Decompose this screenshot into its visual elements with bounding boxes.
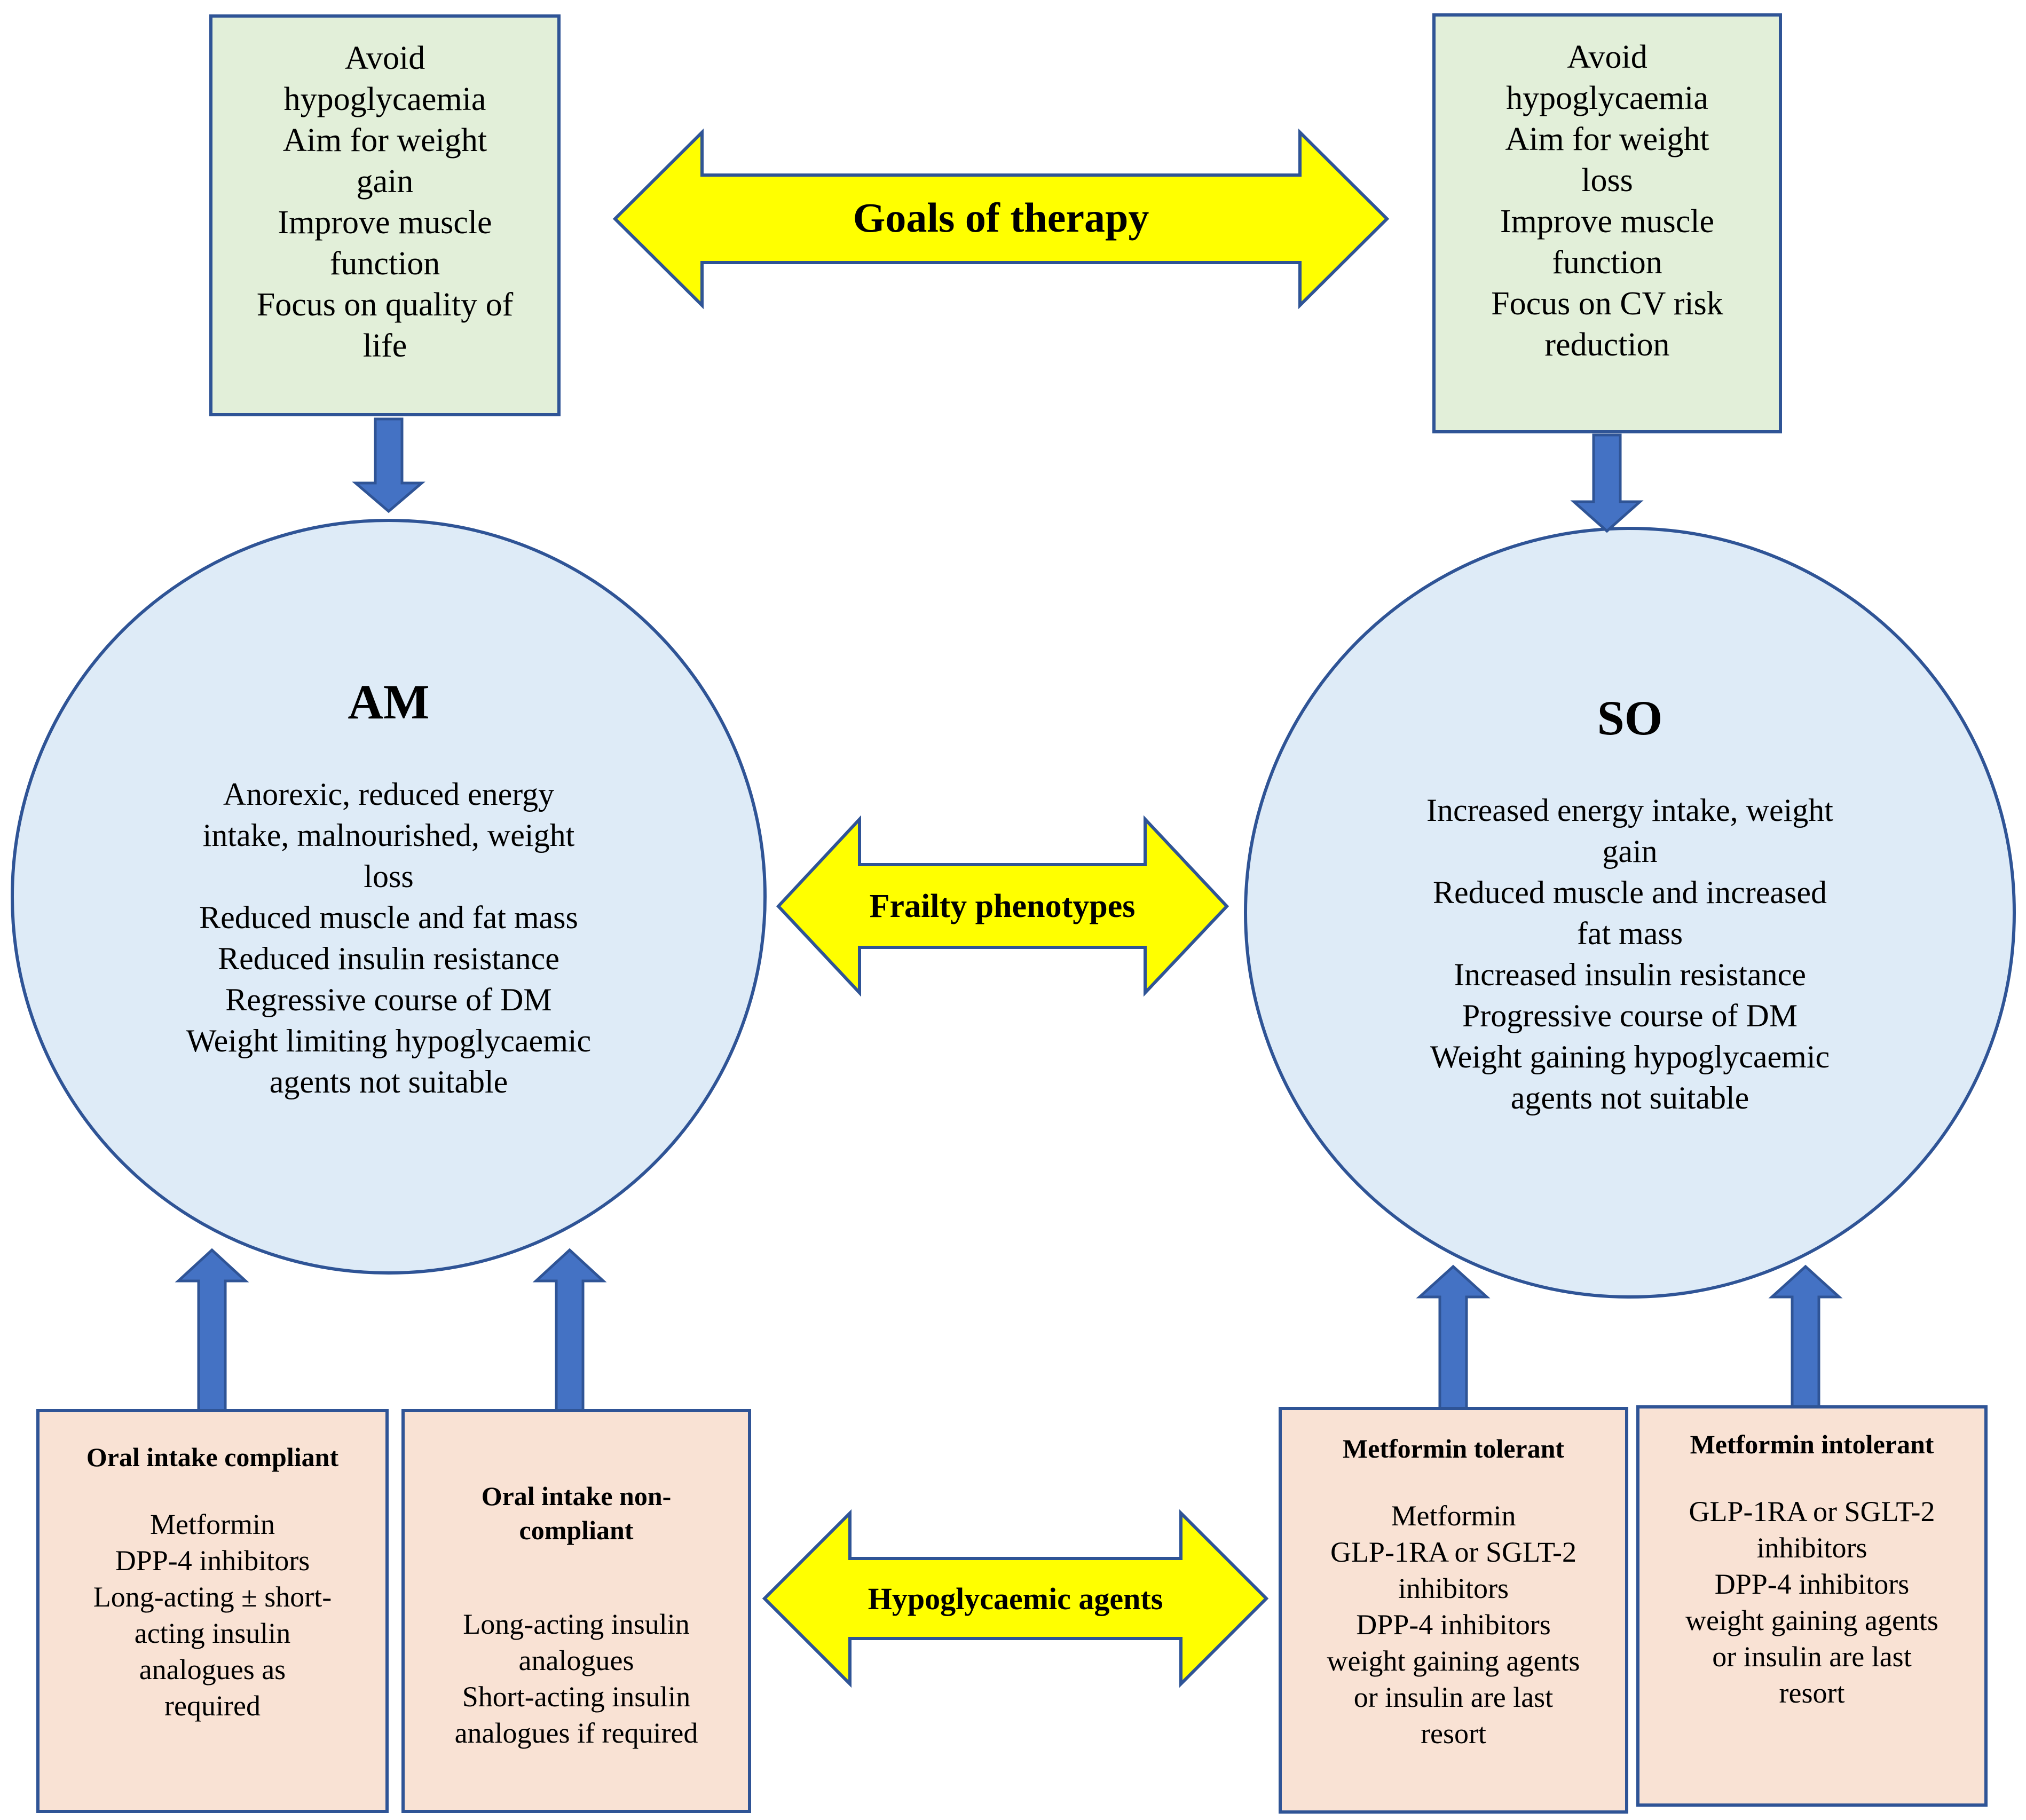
text-line: life: [362, 328, 407, 364]
text-line: hypoglycaemia: [283, 81, 486, 117]
am-characteristics: Anorexic, reduced energy intake, malnouri…: [186, 774, 591, 1103]
text-line: Weight gaining hypoglycaemic: [1430, 1039, 1830, 1074]
oral-intake-compliant-heading: Oral intake compliant: [86, 1440, 338, 1474]
text-line: Long-acting insulin: [463, 1608, 690, 1640]
text-line: Avoid: [1567, 39, 1647, 75]
am-circle: [11, 519, 767, 1275]
text-line: weight gaining agents: [1685, 1604, 1938, 1636]
text-line: GLP-1RA or SGLT-2: [1689, 1495, 1935, 1528]
text-line: Focus on CV risk: [1491, 286, 1723, 322]
text-line: fat mass: [1576, 916, 1683, 951]
text-line: intake, malnourished, weight: [202, 818, 575, 853]
text-line: GLP-1RA or SGLT-2: [1330, 1536, 1577, 1568]
text-line: DPP-4 inhibitors: [1356, 1609, 1551, 1641]
goals-double-arrow: [612, 128, 1390, 310]
text-line: Short-acting insulin: [462, 1681, 691, 1713]
metformin-intolerant-box: Metformin intolerant GLP-1RA or SGLT-2 in…: [1636, 1405, 1988, 1807]
text-line: inhibitors: [1756, 1532, 1867, 1564]
text-line: Metformin: [150, 1508, 275, 1540]
text-line: resort: [1779, 1677, 1845, 1709]
text-line: analogues: [518, 1644, 634, 1676]
text-line: loss: [364, 859, 414, 894]
text-line: DPP-4 inhibitors: [115, 1545, 310, 1577]
text-line: agents not suitable: [269, 1064, 508, 1099]
text-line: or insulin are last: [1712, 1641, 1912, 1673]
text-line: Metformin tolerant: [1342, 1434, 1565, 1463]
text-line: gain: [1602, 834, 1658, 869]
goals-of-therapy-label: Goals of therapy: [853, 194, 1149, 241]
text-line: Increased insulin resistance: [1454, 957, 1806, 992]
text-line: function: [1552, 244, 1662, 281]
text-line: Aim for weight: [1505, 121, 1709, 157]
compliant-connector-arrow: [175, 1248, 249, 1413]
text-line: gain: [356, 163, 414, 200]
text-line: loss: [1581, 162, 1633, 199]
am-circle-content: AM Anorexic, reduced energy intake, malno…: [95, 672, 682, 1103]
oral-intake-noncompliant-heading: Oral intake non-compliant: [482, 1479, 672, 1547]
so-title: SO: [1597, 691, 1663, 745]
text-line: or insulin are last: [1353, 1681, 1554, 1713]
text-line: acting insulin: [134, 1617, 291, 1649]
text-line: Long-acting ± short-: [93, 1581, 332, 1613]
tolerant-connector-arrow: [1416, 1264, 1491, 1411]
text-line: analogues as: [139, 1653, 286, 1686]
text-line: reduction: [1544, 327, 1670, 363]
text-line: Metformin intolerant: [1690, 1429, 1934, 1459]
frailty-double-arrow: [776, 815, 1229, 997]
text-line: Reduced insulin resistance: [218, 941, 559, 976]
text-line: compliant: [519, 1515, 634, 1545]
text-line: analogues if required: [454, 1717, 698, 1749]
text-line: Focus on quality of: [256, 287, 514, 323]
text-line: required: [164, 1690, 261, 1722]
am-title: AM: [348, 675, 430, 729]
text-line: resort: [1421, 1718, 1486, 1750]
text-line: Reduced muscle and fat mass: [199, 900, 578, 935]
am-goal-connector-arrow: [352, 417, 425, 513]
text-line: Increased energy intake, weight: [1426, 793, 1833, 828]
text-line: Avoid: [344, 40, 425, 76]
text-line: Oral intake compliant: [86, 1442, 339, 1472]
text-line: Regressive course of DM: [225, 982, 552, 1017]
metformin-intolerant-heading: Metformin intolerant: [1690, 1427, 1934, 1461]
text-line: Weight limiting hypoglycaemic: [186, 1023, 592, 1058]
text-line: Aim for weight: [282, 122, 487, 159]
text-line: hypoglycaemia: [1506, 80, 1708, 116]
text-line: agents not suitable: [1510, 1080, 1749, 1115]
text-line: Progressive course of DM: [1462, 998, 1798, 1033]
intolerant-connector-arrow: [1768, 1264, 1843, 1411]
so-circle: [1244, 527, 2016, 1299]
text-line: DPP-4 inhibitors: [1714, 1568, 1910, 1600]
frailty-phenotypes-label: Frailty phenotypes: [869, 888, 1136, 924]
text-line: Anorexic, reduced energy: [223, 777, 555, 812]
text-line: Metformin: [1391, 1500, 1516, 1532]
hypoglycaemic-agents-label: Hypoglycaemic agents: [868, 1581, 1163, 1616]
noncompliant-connector-arrow: [532, 1248, 607, 1413]
text-line: Improve muscle: [1500, 203, 1715, 240]
so-goal-connector-arrow: [1570, 433, 1644, 533]
text-line: Oral intake non-: [481, 1481, 672, 1511]
text-line: Improve muscle: [278, 204, 492, 241]
text-line: function: [329, 246, 440, 282]
text-line: inhibitors: [1398, 1572, 1509, 1604]
text-line: weight gaining agents: [1327, 1645, 1580, 1677]
metformin-tolerant-heading: Metformin tolerant: [1343, 1431, 1564, 1466]
oral-intake-noncompliant-box: Oral intake non-compliant Long-acting in…: [401, 1409, 751, 1813]
text-line: Reduced muscle and increased: [1432, 875, 1827, 910]
agents-double-arrow: [762, 1509, 1269, 1688]
